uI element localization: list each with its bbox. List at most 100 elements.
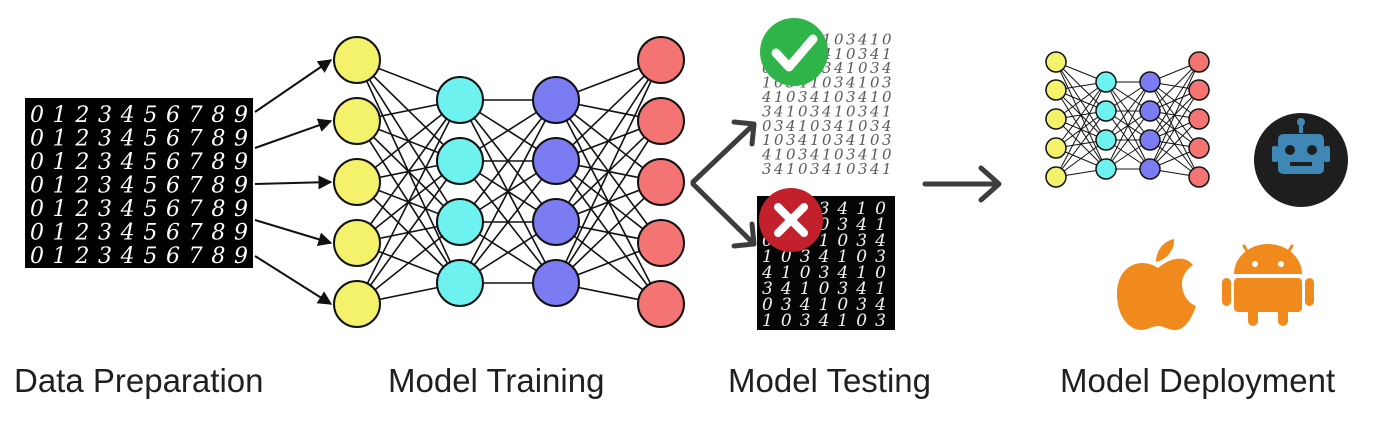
digit-sample: 3 bbox=[875, 247, 886, 267]
digit-sample: 0 bbox=[882, 30, 892, 48]
digit-sample: 3 bbox=[798, 146, 808, 164]
network-edge bbox=[459, 99, 557, 284]
network-edge bbox=[555, 59, 662, 162]
digit-sample: 1 bbox=[762, 247, 773, 267]
deployed-node-layer-2 bbox=[1095, 129, 1117, 151]
digit-sample: 3 bbox=[822, 59, 832, 77]
digit-sample: 1 bbox=[858, 131, 868, 149]
digit-sample: 4 bbox=[761, 146, 772, 164]
digit-sample: 0 bbox=[870, 74, 880, 92]
digit-sample: 1 bbox=[810, 74, 820, 92]
digit-sample: 4 bbox=[836, 263, 848, 283]
digit-sample: 3 bbox=[810, 102, 820, 120]
digit-sample: 0 bbox=[774, 74, 784, 92]
digit-sample: 0 bbox=[875, 263, 886, 283]
digit-sample: 0 bbox=[798, 102, 808, 120]
digit-sample: 0 bbox=[846, 45, 856, 63]
training-network-edges bbox=[356, 59, 662, 305]
digit-sample: 0 bbox=[819, 279, 830, 299]
network-node-layer-2 bbox=[436, 76, 484, 124]
deployed-node-layer-1 bbox=[1045, 51, 1067, 73]
deployed-node-layer-2 bbox=[1095, 158, 1117, 180]
digit-sample: 0 bbox=[781, 247, 792, 267]
digit-sample: 4 bbox=[869, 160, 880, 178]
digit-sample: 4 bbox=[761, 263, 773, 283]
network-node-layer-3 bbox=[532, 259, 580, 307]
stage-label-model-training: Model Training bbox=[388, 362, 605, 399]
digit-sample: 0 bbox=[870, 131, 880, 149]
deployed-edge bbox=[1149, 61, 1200, 112]
digit-sample: 0 bbox=[800, 263, 811, 283]
stage-label-model-testing: Model Testing bbox=[728, 362, 932, 399]
check-icon bbox=[760, 18, 828, 86]
deployed-edge bbox=[1149, 89, 1200, 170]
digit-sample: 3 bbox=[858, 45, 868, 63]
network-node-layer-4 bbox=[637, 219, 685, 267]
digit-sample: 0 bbox=[837, 295, 848, 315]
digit-sample: 0 bbox=[819, 215, 830, 235]
digit-sample: 1 bbox=[774, 88, 784, 106]
testing-split-arrows bbox=[690, 119, 757, 249]
digit-sample: 4 bbox=[874, 231, 886, 251]
digit-sample: 4 bbox=[881, 59, 892, 77]
digit-sample: 1 bbox=[781, 263, 792, 283]
network-node-layer-2 bbox=[436, 137, 484, 185]
digit-sample: 0 bbox=[846, 160, 856, 178]
deployed-edge bbox=[1105, 81, 1151, 170]
digit-sample: 4 bbox=[833, 117, 844, 135]
digit-sample: 4 bbox=[821, 160, 832, 178]
network-node-layer-3 bbox=[532, 137, 580, 185]
digit-sample: 4 bbox=[773, 102, 784, 120]
deployed-edge bbox=[1105, 110, 1151, 170]
digit-sample: 3 bbox=[837, 215, 848, 235]
digit-sample: 1 bbox=[762, 311, 773, 331]
digit-sample: 1 bbox=[822, 146, 832, 164]
digit-sample: 1 bbox=[834, 102, 844, 120]
digit-sample: 0 bbox=[834, 146, 844, 164]
digit-sample: 4 bbox=[821, 102, 832, 120]
digit-sample: 4 bbox=[833, 59, 844, 77]
digit-sample: 1 bbox=[837, 311, 848, 331]
digit-sample: 3 bbox=[819, 263, 830, 283]
digit-sample: 4 bbox=[797, 131, 808, 149]
deployed-edge bbox=[1055, 110, 1107, 178]
digit-sample: 1 bbox=[786, 102, 796, 120]
digit-sample: 3 bbox=[834, 74, 844, 92]
deployed-edge bbox=[1149, 61, 1200, 170]
digit-sample: 4 bbox=[857, 30, 868, 48]
digit-sample: 0 bbox=[786, 88, 796, 106]
input-arrow bbox=[254, 175, 333, 190]
digit-sample: 3 bbox=[846, 30, 856, 48]
deployed-node-layer-1 bbox=[1045, 79, 1067, 101]
digit-sample: 4 bbox=[780, 279, 792, 299]
deployed-network-edges bbox=[1055, 61, 1200, 178]
digit-sample: 4 bbox=[874, 295, 886, 315]
digit-sample: 1 bbox=[762, 74, 772, 92]
network-edge bbox=[555, 59, 662, 284]
stage-label-model-deployment: Model Deployment bbox=[1060, 362, 1336, 399]
deployed-node-layer-4 bbox=[1188, 108, 1210, 130]
digit-sample: 4 bbox=[845, 131, 856, 149]
digit-sample: 0 bbox=[798, 160, 808, 178]
digit-sample: 4 bbox=[881, 117, 892, 135]
digit-sample: 4 bbox=[836, 199, 848, 219]
network-node-layer-4 bbox=[637, 280, 685, 328]
network-node-layer-1 bbox=[333, 280, 381, 328]
digit-sample: 3 bbox=[781, 295, 792, 315]
digit-sample: 1 bbox=[798, 117, 808, 135]
network-node-layer-2 bbox=[436, 259, 484, 307]
training-network-nodes bbox=[333, 36, 685, 328]
deployed-node-layer-2 bbox=[1095, 100, 1117, 122]
network-edge bbox=[459, 99, 557, 223]
digit-sample: 1 bbox=[856, 263, 867, 283]
digit-sample: 1 bbox=[800, 279, 811, 299]
digit-sample: 0 bbox=[781, 311, 792, 331]
digit-sample: 4 bbox=[809, 146, 820, 164]
network-edge bbox=[459, 160, 557, 284]
network-node-layer-4 bbox=[637, 36, 685, 84]
digit-dataset-image: 0123456789012345678901234567890123456789… bbox=[25, 98, 253, 269]
digit-sample: 0 bbox=[774, 131, 784, 149]
digit-sample: 3 bbox=[800, 311, 811, 331]
digit-sample: 4 bbox=[857, 146, 868, 164]
robot-icon bbox=[1254, 113, 1348, 207]
